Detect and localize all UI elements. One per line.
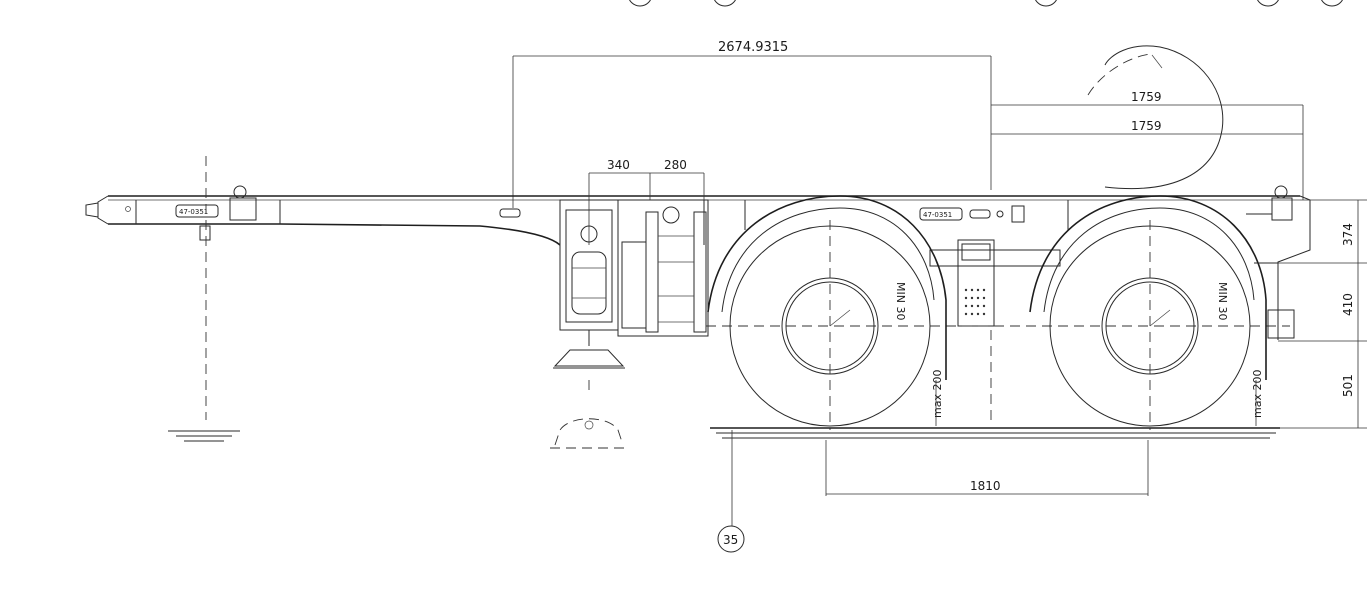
dimension-280-label: 280 [664, 158, 687, 172]
landing-gear [550, 199, 628, 449]
dimension-top: 2674.9315 [512, 40, 992, 208]
front-centerline [168, 156, 240, 442]
tool-bracket [617, 199, 709, 337]
dimension-340-280: 340 280 [588, 158, 705, 245]
front-plate-label: 47-0351 [179, 208, 208, 216]
step-dots [964, 288, 986, 316]
swing-arc [1087, 45, 1224, 190]
dimension-1810-label: 1810 [970, 479, 1001, 493]
rear-wheel: MIN 30 max 200 [1029, 195, 1267, 430]
dimension-lower-label: 1759 [1131, 119, 1162, 133]
rear-max-label: max 200 [1251, 370, 1264, 418]
dimension-1759: 1759 1759 [991, 90, 1304, 200]
dimension-410-label: 410 [1341, 293, 1355, 316]
top-callout-circles [629, 0, 1343, 7]
mid-frame: 47-0351 [744, 200, 1069, 420]
dimension-top-label: 2674.9315 [718, 40, 788, 55]
dimension-upper-label: 1759 [1131, 90, 1162, 104]
front-min-label: MIN 30 [894, 282, 907, 320]
front-wheel: MIN 30 max 200 [707, 195, 947, 430]
rear-end [1246, 185, 1311, 340]
ground-lines [710, 427, 1280, 439]
front-max-label: max 200 [931, 370, 944, 418]
mid-plate-label: 47-0351 [923, 211, 952, 219]
dimension-right: 374 410 501 [1266, 199, 1367, 429]
callout-35: 35 [717, 430, 745, 553]
dimension-374-label: 374 [1341, 223, 1355, 246]
callout-35-label: 35 [723, 533, 738, 547]
dimension-501-label: 501 [1341, 374, 1355, 397]
rear-min-label: MIN 30 [1216, 282, 1229, 320]
dimension-1810: 1810 [825, 440, 1149, 496]
dimension-340-label: 340 [607, 158, 630, 172]
